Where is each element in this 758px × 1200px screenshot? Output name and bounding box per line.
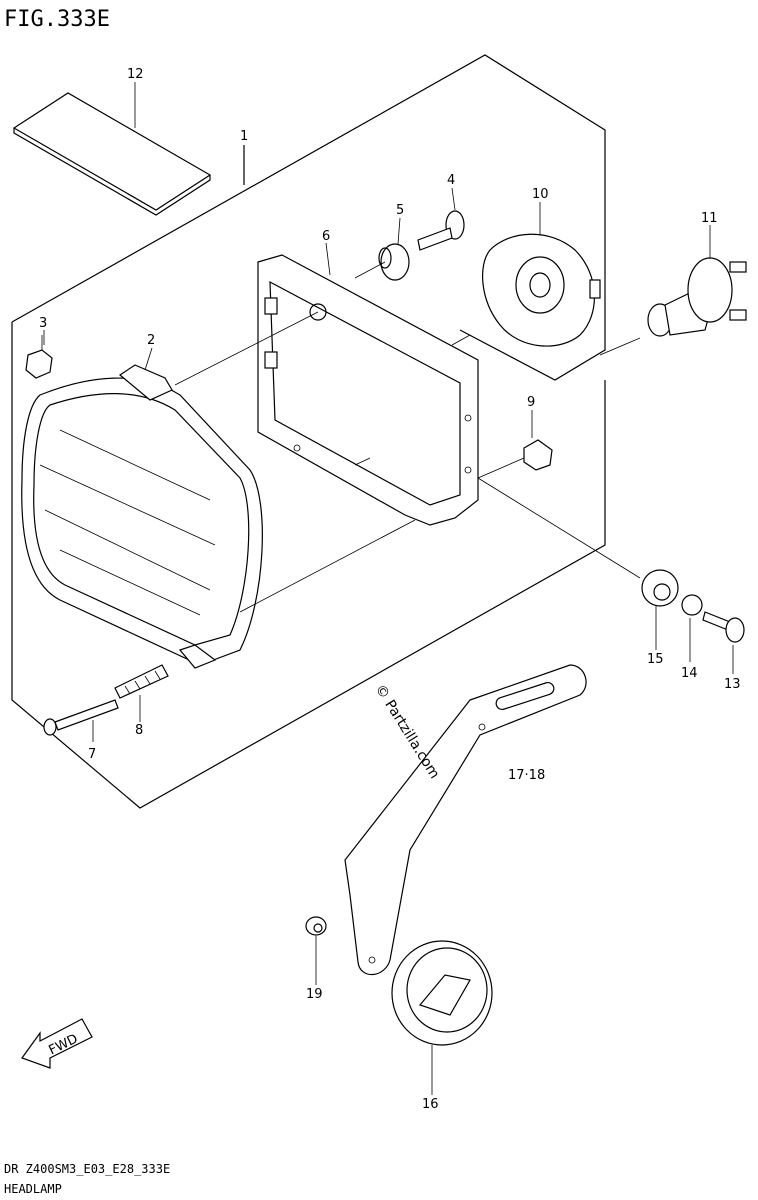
part-7-bolt[interactable] xyxy=(43,699,119,736)
part-3-clip[interactable] xyxy=(25,335,53,379)
part-14-collar[interactable] xyxy=(681,594,703,616)
callout-labels: 12 1 2 3 4 5 6 7 8 9 10 11 13 14 15 16 1… xyxy=(39,67,741,1112)
headlamp-bracket[interactable] xyxy=(344,664,587,976)
part-16-reflector[interactable] xyxy=(391,940,493,1046)
reference-17-18: 17·18 xyxy=(508,768,545,783)
callout-11: 11 xyxy=(701,211,718,226)
fwd-arrow-icon: FWD xyxy=(21,1018,93,1069)
callout-3: 3 xyxy=(39,316,47,331)
part-9-clip[interactable] xyxy=(523,439,553,471)
part-6-housing-frame[interactable] xyxy=(257,254,479,526)
watermark: © Partzilla.com xyxy=(372,682,443,782)
callout-14: 14 xyxy=(681,666,698,681)
figure-code: DR Z400SM3_E03_E28_333E xyxy=(4,1162,170,1176)
leader-lines xyxy=(43,82,734,1095)
callout-6: 6 xyxy=(322,229,330,244)
part-12-pad[interactable] xyxy=(12,92,212,216)
figure-name: HEADLAMP xyxy=(4,1182,62,1196)
part-19-nut[interactable] xyxy=(305,916,327,936)
part-13-screw[interactable] xyxy=(702,611,745,643)
callout-15: 15 xyxy=(647,652,664,667)
part-4-screw[interactable] xyxy=(417,210,465,251)
assembly-outline-lower xyxy=(11,322,606,809)
callout-7: 7 xyxy=(88,747,96,762)
callout-16: 16 xyxy=(422,1097,439,1112)
callout-19: 19 xyxy=(306,987,323,1002)
callout-8: 8 xyxy=(135,723,143,738)
callout-9: 9 xyxy=(527,395,535,410)
part-11-bulb[interactable] xyxy=(647,257,747,337)
callout-12: 12 xyxy=(127,67,144,82)
assembly-outline xyxy=(11,54,606,381)
part-15-grommet[interactable] xyxy=(641,569,679,607)
callout-5: 5 xyxy=(396,203,404,218)
callout-13: 13 xyxy=(724,677,741,692)
callout-1: 1 xyxy=(240,129,248,144)
part-10-socket-cover[interactable] xyxy=(481,233,601,347)
callout-2: 2 xyxy=(147,333,155,348)
callout-10: 10 xyxy=(532,187,549,202)
part-2-headlamp-unit[interactable] xyxy=(21,364,263,669)
figure-title: FIG.333E xyxy=(4,7,110,32)
part-8-spring[interactable] xyxy=(114,664,169,699)
callout-4: 4 xyxy=(447,173,455,188)
part-5-grommet[interactable] xyxy=(378,243,410,281)
